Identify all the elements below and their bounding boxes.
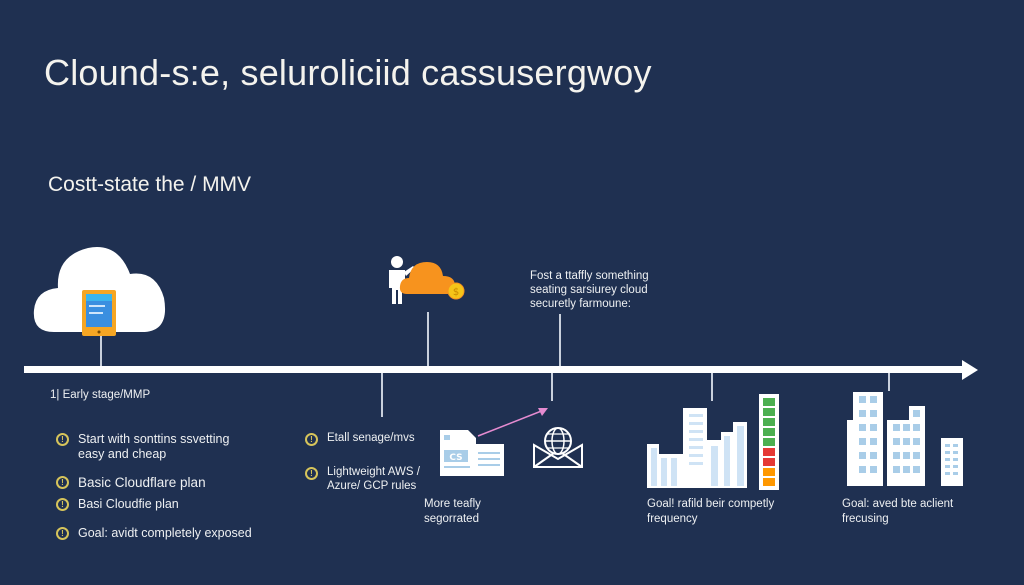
stage3-caption: More teafly segorrated [424,498,481,525]
info-circle-icon: ! [56,433,69,446]
info-circle-icon: ! [305,467,318,480]
stage2-connector-bottom [381,373,383,417]
list-item: ! Basi Cloudfie plan [56,497,252,512]
page-title: Clound-s:e, seluroliciid cassusergwoy [44,52,652,93]
list-item: ! Etall senage/mvs [305,432,420,446]
stage4-caption: Goal! rafild beir competly frequency [647,498,775,525]
stage2-connector-top [427,312,429,368]
info-circle-icon: ! [56,498,69,512]
page-subtitle: Costt-state the / MMV [48,173,252,196]
stage4-connector [711,373,713,401]
stage3-connector-top [559,314,561,368]
info-circle-icon: ! [305,433,318,446]
office-buildings-icon [845,390,965,493]
stage1-bullets: ! Start with sonttins ssvetting easy and… [56,432,252,541]
stage1-label: 1| Early stage/MMP [50,389,151,401]
trend-arrow-icon [474,404,554,445]
list-item: ! Lightweight AWS / Azure/ GCP rules [305,466,420,494]
info-circle-icon: ! [56,527,69,541]
list-item: ! Start with sonttins ssvetting easy and… [56,432,252,462]
list-item: ! Goal: avidt completely exposed [56,526,252,541]
timeline-arrowhead [962,360,978,380]
stage2-bullets: ! Etall senage/mvs ! Lightweight AWS / A… [305,432,420,494]
stage3-note: Fost a ttaffly something seating sarsiur… [530,270,649,310]
svg-text:CS: CS [449,453,462,463]
document-icon: CS [438,400,506,485]
list-item: ! Basic Cloudflare plan [56,475,252,491]
globe-envelope-icon [532,425,584,474]
svg-text:$: $ [453,287,459,298]
timeline-axis [24,366,964,373]
stage1-connector [100,336,102,368]
city-skyline-with-meter-icon [645,394,781,495]
info-circle-icon: ! [56,476,69,489]
cloud-with-tablet-icon [32,240,168,341]
person-with-orange-cloud-icon: $ [385,254,469,311]
stage3-connector-bottom [551,373,553,401]
stage5-caption: Goal: aved bte aclient frecusing [842,498,954,525]
stage5-connector [888,373,890,391]
